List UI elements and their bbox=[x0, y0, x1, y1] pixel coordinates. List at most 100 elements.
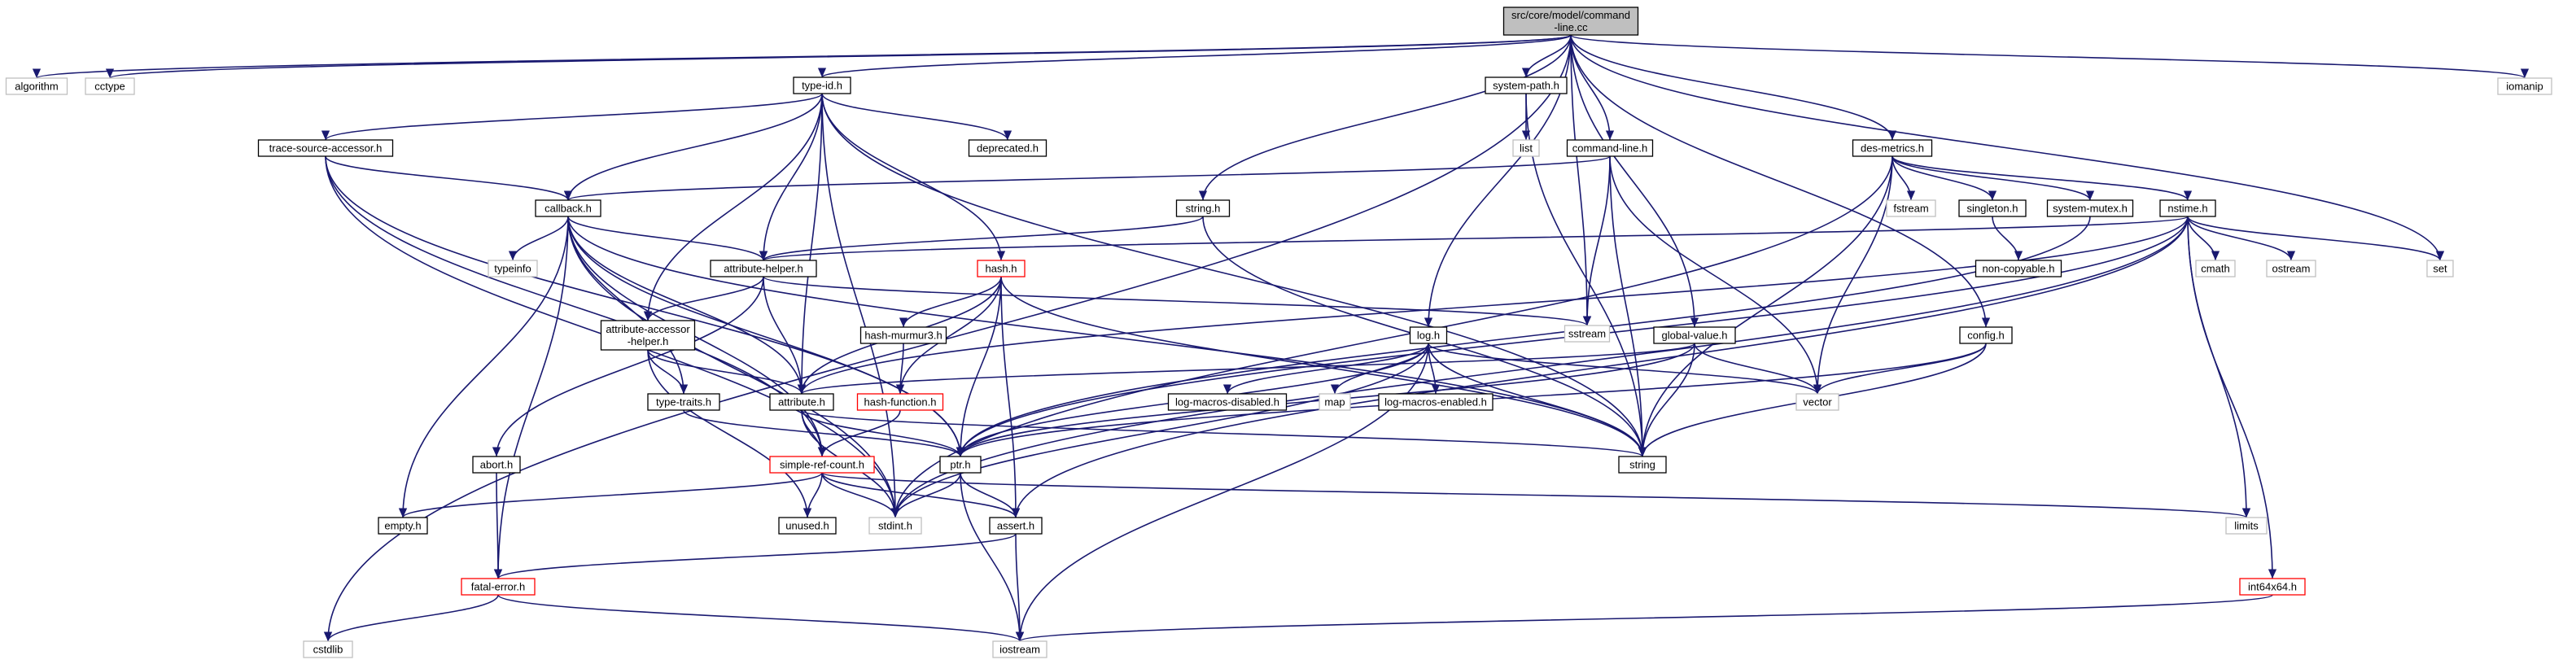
edge-type-id.h-to-callback.h bbox=[563, 93, 823, 201]
node-int64x64-h[interactable]: int64x64.h bbox=[2239, 578, 2306, 596]
node-des-metrics-h[interactable]: des-metrics.h bbox=[1852, 139, 1933, 157]
edge-nstime.h-to-attribute.h bbox=[798, 216, 2189, 395]
node-hash-h[interactable]: hash.h bbox=[977, 260, 1026, 277]
node-attribute-h[interactable]: attribute.h bbox=[769, 393, 834, 411]
node-non-copyable-h[interactable]: non-copyable.h bbox=[1975, 260, 2062, 277]
node-callback-h[interactable]: callback.h bbox=[535, 199, 601, 217]
edge-attribute-helper.h-to-attribute-accessor-helper.h bbox=[643, 276, 764, 321]
edge-layer bbox=[33, 34, 2529, 642]
node-label: set bbox=[2433, 263, 2447, 275]
node-label: ostream bbox=[2272, 263, 2311, 275]
edge-simple-ref-count.h-to-limits bbox=[821, 472, 2250, 518]
node-label: string.h bbox=[1186, 203, 1221, 215]
node-string-h[interactable]: string.h bbox=[1175, 199, 1231, 217]
node-assert-h[interactable]: assert.h bbox=[989, 517, 1043, 535]
node-empty-h[interactable]: empty.h bbox=[378, 517, 428, 535]
node-label: hash.h bbox=[985, 263, 1017, 275]
node-cctype: cctype bbox=[85, 77, 135, 95]
node-string[interactable]: string bbox=[1618, 456, 1667, 474]
node-config-h[interactable]: config.h bbox=[1959, 326, 2013, 344]
node-typeinfo: typeinfo bbox=[488, 260, 538, 277]
edge-nstime.h-to-set bbox=[2187, 216, 2444, 261]
node-label: ptr.h bbox=[950, 459, 970, 471]
node-deprecated-h[interactable]: deprecated.h bbox=[968, 139, 1047, 157]
node-system-path-h[interactable]: system-path.h bbox=[1485, 76, 1568, 94]
node-box bbox=[793, 76, 851, 94]
node-unused-h[interactable]: unused.h bbox=[778, 517, 837, 535]
edge-ptr.h-to-assert.h bbox=[960, 472, 1021, 518]
node-box bbox=[1958, 199, 2027, 217]
node-box bbox=[939, 456, 982, 474]
node-log-h[interactable]: log.h bbox=[1409, 326, 1448, 344]
node-command-line-h[interactable]: command-line.h bbox=[1566, 139, 1654, 157]
node-box bbox=[1512, 139, 1540, 157]
edge-int64x64.h-to-iostream bbox=[1016, 594, 2273, 642]
edge-attribute-accessor-helper.h-to-attribute.h bbox=[647, 349, 807, 395]
node-attribute-accessor-helper-h[interactable]: attribute-accessor-helper.h bbox=[600, 320, 696, 351]
node-label: global-value.h bbox=[1662, 330, 1728, 342]
node-ptr-h[interactable]: ptr.h bbox=[939, 456, 982, 474]
node-box bbox=[1378, 393, 1494, 411]
edge-root-to-global-value.h bbox=[1570, 34, 1699, 328]
node-box bbox=[1795, 393, 1839, 411]
node-label: config.h bbox=[1967, 330, 2005, 342]
edge-singleton.h-to-non-copyable.h bbox=[1992, 216, 2023, 261]
node-abort-h[interactable]: abort.h bbox=[472, 456, 521, 474]
node-fatal-error-h[interactable]: fatal-error.h bbox=[461, 578, 536, 596]
node-label: src/core/model/command bbox=[1511, 9, 1630, 21]
node-fstream: fstream bbox=[1886, 199, 1936, 217]
node-hash-murmur3-h[interactable]: hash-murmur3.h bbox=[859, 326, 947, 344]
node-box bbox=[1566, 139, 1654, 157]
edge-root-to-string.h bbox=[1198, 34, 1572, 201]
node-attribute-helper-h[interactable]: attribute-helper.h bbox=[710, 260, 817, 277]
edge-root-to-cctype bbox=[106, 34, 1572, 79]
node-cstdlib: cstdlib bbox=[303, 640, 353, 658]
node-box bbox=[1502, 7, 1639, 36]
node-box bbox=[535, 199, 601, 217]
edge-global-value.h-to-string bbox=[1638, 343, 1695, 457]
node-trace-source-accessor-h[interactable]: trace-source-accessor.h bbox=[257, 139, 394, 157]
edge-callback.h-to-ptr.h bbox=[567, 216, 965, 457]
edge-type-id.h-to-hash.h bbox=[821, 93, 1006, 261]
node-global-value-h[interactable]: global-value.h bbox=[1653, 326, 1736, 344]
edge-command-line.h-to-string bbox=[1609, 155, 1647, 457]
node-system-mutex-h[interactable]: system-mutex.h bbox=[2046, 199, 2134, 217]
node-label: trace-source-accessor.h bbox=[269, 142, 383, 155]
node-label: log.h bbox=[1417, 330, 1440, 342]
node-simple-ref-count-h[interactable]: simple-ref-count.h bbox=[769, 456, 875, 474]
node-box bbox=[1485, 76, 1568, 94]
node-nstime-h[interactable]: nstime.h bbox=[2159, 199, 2216, 217]
node-box bbox=[2159, 199, 2216, 217]
edge-callback.h-to-stdint.h bbox=[567, 216, 900, 518]
edge-hash.h-to-hash-murmur3.h bbox=[899, 276, 1002, 328]
edge-attribute-helper.h-to-sstream bbox=[763, 276, 1591, 326]
node-box bbox=[85, 77, 135, 95]
edge-root-to-type-id.h bbox=[818, 34, 1572, 78]
node-label: des-metrics.h bbox=[1861, 142, 1924, 155]
node-label: singleton.h bbox=[1967, 203, 2018, 215]
edge-abort.h-to-fatal-error.h bbox=[493, 472, 503, 579]
node-log-macros-disabled-h[interactable]: log-macros-disabled.h bbox=[1167, 393, 1288, 411]
node-label: map bbox=[1324, 396, 1345, 408]
edge-hash.h-to-hash-function.h bbox=[895, 276, 1002, 395]
edge-des-metrics.h-to-system-mutex.h bbox=[1892, 155, 2095, 201]
node-type-id-h[interactable]: type-id.h bbox=[793, 76, 851, 94]
node-singleton-h[interactable]: singleton.h bbox=[1958, 199, 2027, 217]
edge-type-id.h-to-stdint.h bbox=[821, 93, 900, 518]
node-root[interactable]: src/core/model/command-line.cc bbox=[1502, 7, 1639, 36]
node-hash-function-h[interactable]: hash-function.h bbox=[856, 393, 944, 411]
node-log-macros-enabled-h[interactable]: log-macros-enabled.h bbox=[1378, 393, 1494, 411]
edge-callback.h-to-attribute-helper.h bbox=[567, 216, 768, 261]
node-label: empty.h bbox=[384, 520, 421, 532]
edge-config.h-to-vector bbox=[1813, 343, 1987, 395]
node-label: unused.h bbox=[785, 520, 829, 532]
edge-des-metrics.h-to-vector bbox=[1813, 155, 1893, 395]
edge-fatal-error.h-to-cstdlib bbox=[323, 594, 499, 642]
node-vector: vector bbox=[1795, 393, 1839, 411]
node-box bbox=[2225, 517, 2268, 535]
node-label: int64x64.h bbox=[2248, 581, 2297, 593]
node-box bbox=[600, 320, 696, 351]
node-type-traits-h[interactable]: type-traits.h bbox=[647, 393, 720, 411]
edge-command-line.h-to-vector bbox=[1609, 155, 1822, 395]
